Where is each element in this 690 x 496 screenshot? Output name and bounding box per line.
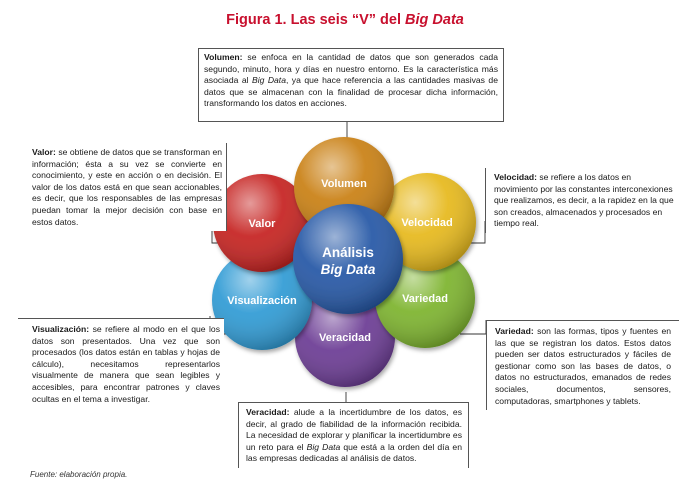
valor-description: Valor: se obtiene de datos que se transf… <box>18 143 227 232</box>
visualizacion-description: Visualización: se refiere al modo en el … <box>18 318 224 409</box>
source-note: Fuente: elaboración propia. <box>30 470 128 479</box>
veracidad-description: Veracidad: alude a la incertidumbre de l… <box>238 402 469 468</box>
center-circle-gloss <box>293 204 403 314</box>
petal-visualizacion-gloss <box>212 250 312 350</box>
variedad-description: Variedad: son las formas, tipos y fuente… <box>486 320 679 411</box>
petal-label-volumen: Volumen <box>321 178 367 190</box>
petal-label-variedad: Variedad <box>402 293 448 305</box>
petal-veracidad <box>295 287 395 387</box>
petal-valor <box>213 174 311 272</box>
velocidad-description: Velocidad: se refiere a los datos en mov… <box>485 168 678 233</box>
center-circle <box>293 204 403 314</box>
petal-label-veracidad: Veracidad <box>319 332 371 344</box>
petal-veracidad-gloss <box>295 287 395 387</box>
center-label-line1: Análisis <box>322 245 374 260</box>
petal-label-velocidad: Velocidad <box>401 217 452 229</box>
petal-velocidad-gloss <box>378 173 476 271</box>
center-label-line2: Big Data <box>321 262 376 277</box>
petals: Veracidad Variedad Visualización Velocidad V… <box>212 137 476 387</box>
volumen-description: Volumen: se enfoca en la cantidad de dat… <box>198 48 504 122</box>
petal-visualizacion <box>212 250 312 350</box>
petal-velocidad <box>378 173 476 271</box>
petal-label-valor: Valor <box>249 218 277 230</box>
figure-title: Figura 1. Las seis “V” del Big Data <box>226 12 464 28</box>
petal-valor-gloss <box>213 174 311 272</box>
petal-label-visualizacion: Visualización <box>227 295 297 307</box>
